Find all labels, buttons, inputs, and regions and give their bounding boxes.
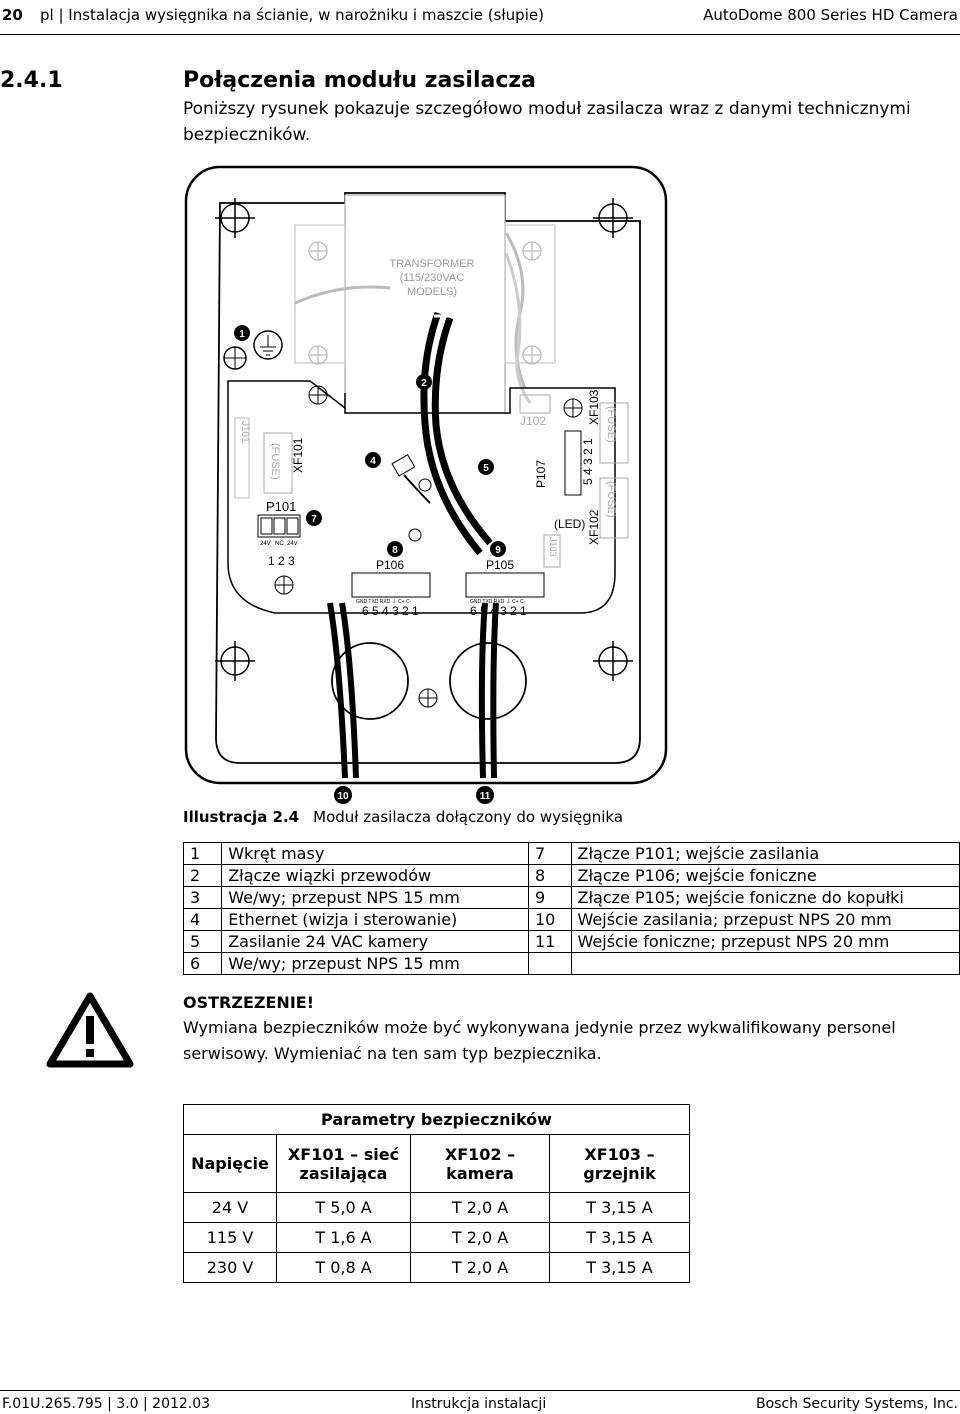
svg-text:GND TXD RXD ⏚ C+ C-: GND TXD RXD ⏚ C+ C- (356, 598, 412, 605)
conduit-right (449, 642, 527, 720)
section-title: Połączenia modułu zasilacza (183, 68, 537, 93)
figure-caption: Illustracja 2.4 Moduł zasilacza dołączony… (183, 808, 623, 826)
svg-text:J103: J103 (548, 537, 558, 557)
header-chapter: pl | Instalacja wysięgnika na ścianie, w… (40, 6, 544, 24)
caption-label: Illustracja 2.4 (183, 808, 300, 826)
table-row: Parametry bezpieczników (183, 1104, 690, 1135)
header-product: AutoDome 800 Series HD Camera (703, 6, 958, 24)
warning-title: OSTRZEZENIE! (183, 993, 314, 1012)
svg-text:(FUSE): (FUSE) (269, 443, 281, 480)
caption-text: Moduł zasilacza dołączony do wysięgnika (313, 808, 624, 826)
svg-text:10: 10 (337, 791, 349, 802)
enclosure-outer (184, 165, 668, 785)
mounting-hole (215, 198, 633, 681)
svg-text:P105: P105 (486, 558, 514, 572)
svg-text:(LED): (LED) (554, 517, 585, 531)
svg-text:5: 5 (483, 463, 489, 474)
svg-text:(FUSE): (FUSE) (605, 481, 617, 518)
svg-text:P101: P101 (266, 499, 296, 514)
svg-text:(FUSE): (FUSE) (605, 406, 617, 443)
header-rule (0, 34, 960, 35)
svg-text:J101: J101 (239, 421, 250, 443)
svg-text:9: 9 (495, 545, 501, 556)
footer-rule (0, 1390, 960, 1391)
connector-p106 (351, 572, 431, 598)
page-footer: F.01U.265.795 | 3.0 | 2012.03 Instrukcja… (0, 1396, 960, 1414)
warning-text: Wymiana bezpieczników może być wykonywan… (183, 1018, 896, 1063)
svg-text:11: 11 (480, 791, 491, 802)
svg-text:(115/230VAC: (115/230VAC (400, 272, 464, 284)
svg-text:GND TXD RXD ⏚ C+ C-: GND TXD RXD ⏚ C+ C- (470, 598, 526, 605)
svg-text:1: 1 (239, 329, 245, 340)
svg-text:5 4 3 2 1: 5 4 3 2 1 (581, 438, 595, 485)
connector-p105 (465, 572, 545, 598)
callout-markers: 1 2 3 4 5 6 7 8 9 10 11 (234, 325, 506, 804)
svg-text:XF103: XF103 (587, 389, 601, 425)
svg-text:P107: P107 (534, 460, 548, 488)
section-number: 2.4.1 (0, 68, 63, 93)
fuse-parameters-table: Parametry bezpieczników Napięcie XF101 –… (183, 1104, 690, 1283)
svg-text:XF102: XF102 (587, 509, 601, 545)
connector-p107 (564, 430, 582, 496)
footer-company: Bosch Security Systems, Inc. (756, 1396, 958, 1412)
svg-text:24V: 24V (260, 541, 271, 547)
warning-icon (46, 992, 134, 1068)
page-number: 20 (2, 6, 23, 24)
enclosure-inner (215, 192, 641, 764)
section-intro: Poniższy rysunek pokazuje szczegółowo mo… (183, 99, 911, 145)
svg-text:6 5 4 3 2 1: 6 5 4 3 2 1 (362, 604, 419, 618)
svg-text:1 2 3: 1 2 3 (268, 554, 295, 568)
svg-text:P106: P106 (376, 558, 404, 572)
footer-doc-type: Instrukcja instalacji (411, 1396, 547, 1412)
wire-harness (420, 311, 483, 556)
svg-text:J102: J102 (520, 414, 546, 428)
svg-text:2: 2 (421, 378, 427, 389)
pcb-outline (227, 380, 616, 614)
ethernet-plug (391, 454, 416, 477)
svg-text:XF101: XF101 (291, 437, 305, 473)
power-module-diagram: TRANSFORMER (115/230VAC MODELS) J101 (FU… (184, 165, 668, 804)
footer-doc-id: F.01U.265.795 | 3.0 | 2012.03 (2, 1396, 211, 1412)
svg-text:NC: NC (275, 541, 284, 547)
svg-text:7: 7 (311, 514, 317, 525)
svg-text:24V: 24V (287, 541, 298, 547)
svg-text:8: 8 (392, 545, 398, 556)
connector-p101 (257, 514, 301, 538)
svg-text:MODELS): MODELS) (407, 286, 457, 298)
fuse-table-title: Parametry bezpieczników (183, 1104, 690, 1135)
svg-text:4: 4 (370, 456, 376, 467)
transformer-label: TRANSFORMER (390, 258, 475, 270)
page-header: 20 pl | Instalacja wysięgnika na ścianie… (0, 6, 960, 28)
